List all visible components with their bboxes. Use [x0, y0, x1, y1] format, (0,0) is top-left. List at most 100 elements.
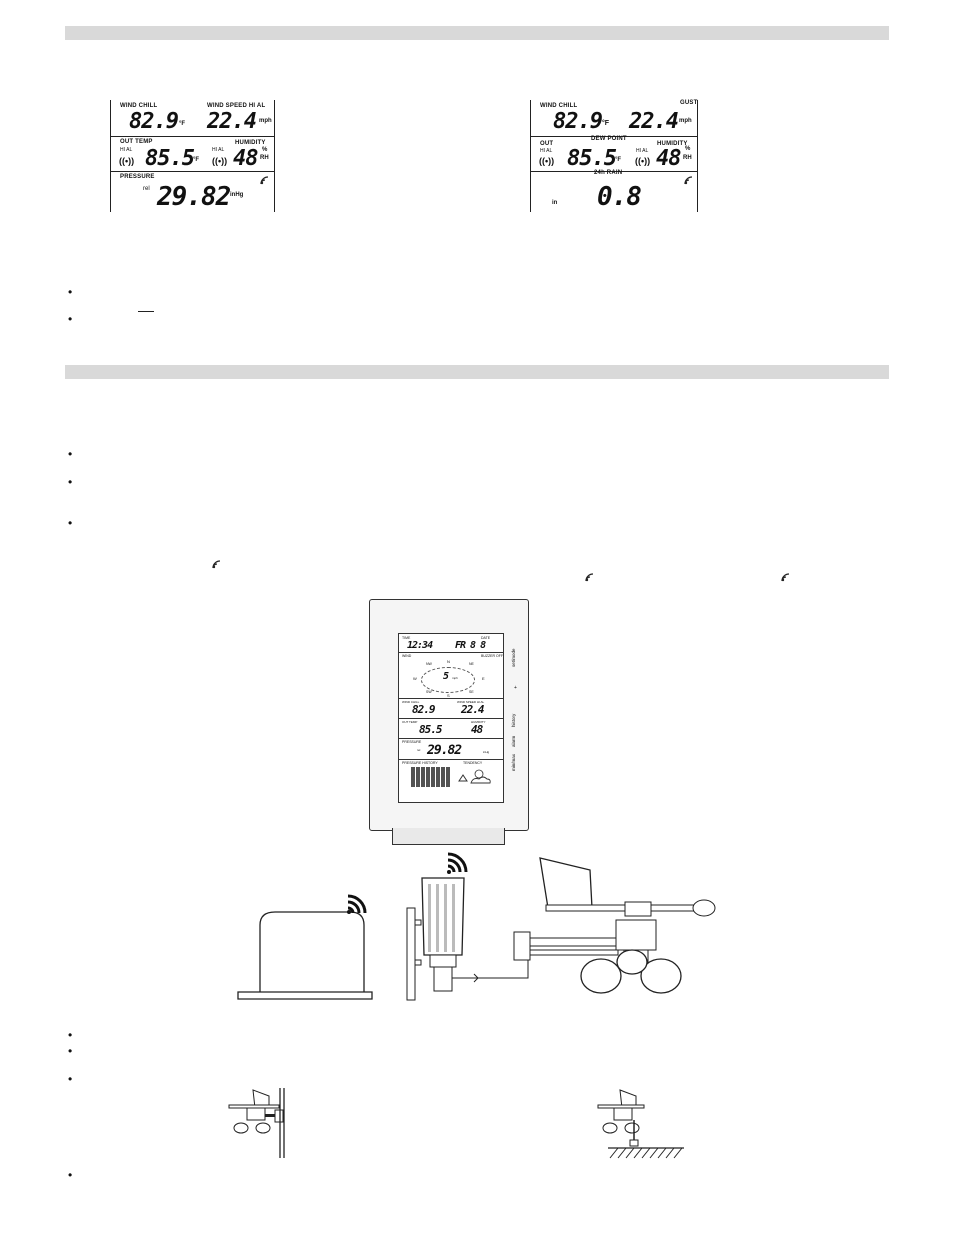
wind-chill-value: 82.9 — [553, 109, 603, 134]
wind-speed-unit: mph — [259, 118, 272, 124]
radio-signal-icon — [684, 176, 693, 185]
humidity-value: 48 — [656, 146, 681, 171]
pressure-history-label: PRESSURE HISTORY — [402, 761, 438, 765]
compass-se: SE — [469, 690, 474, 694]
button-min-max[interactable]: min/max — [511, 753, 516, 771]
bullet-3: • — [68, 447, 73, 461]
wind-chill-label: WIND CHILL — [120, 103, 158, 109]
pressure-rel: rel — [143, 186, 150, 192]
lcd-display-rain: WIND CHILL 82.9 °F GUST 22.4 mph DEW POI… — [530, 100, 698, 212]
wind-chill-unit: °F — [602, 120, 610, 127]
lcd-row-temp-humidity: DEW POINT OUT HI AL ((•)) 85.5 °F HUMIDI… — [531, 136, 697, 172]
bullet-6: • — [68, 1028, 73, 1042]
button-plus[interactable]: + — [514, 685, 517, 691]
humidity-unit-rh: RH — [683, 155, 692, 161]
console-wind-speed-label: WIND SPEED HI AL — [457, 700, 485, 704]
humidity-value: 48 — [233, 146, 258, 171]
console-out-temp-label: OUT TEMP — [402, 720, 418, 724]
console-side-buttons: set/mode + history alarm min/max — [511, 648, 525, 775]
lcd-display-pressure: WIND CHILL 82.9 °F WIND SPEED HI AL 22.4… — [110, 100, 275, 212]
bullet-2: • — [68, 312, 73, 326]
radio-signal-icon — [260, 176, 269, 185]
gust-value: 22.4 — [629, 109, 679, 134]
bullet-7: • — [68, 1044, 73, 1058]
date-value: FR 8 8 — [455, 640, 486, 651]
compass-e: E — [482, 676, 485, 681]
console-out-temp-value: 85.5 — [419, 723, 442, 736]
underline-mark — [138, 311, 154, 312]
humidity-unit-rh: RH — [260, 155, 269, 161]
compass-speed-unit: mph — [452, 676, 458, 680]
section-header-bar-2 — [65, 365, 889, 379]
humidity-label: HUMIDITY — [235, 140, 266, 146]
console-humidity-value: 48 — [471, 723, 483, 736]
anemometer-wind-vane — [513, 857, 716, 994]
wind-label: WIND — [402, 654, 412, 658]
transmission-icon: ((•)) — [119, 156, 135, 166]
wind-chill-value: 82.9 — [129, 109, 179, 134]
hi-al-label: HI AL — [540, 148, 553, 154]
rain-value: 0.8 — [597, 182, 642, 212]
humidity-label: HUMIDITY — [657, 141, 688, 147]
pressure-unit: inHg — [230, 192, 244, 198]
lcd-row-temp-humidity: OUT TEMP HI AL ((•)) 85.5 °F HUMIDITY HI… — [111, 137, 274, 172]
time-label: TIME — [402, 636, 411, 640]
rain-unit: in — [552, 200, 558, 206]
date-label: DATE — [481, 636, 491, 640]
wind-speed-label: WIND SPEED HI AL — [207, 103, 266, 109]
radio-signal-icon — [212, 560, 221, 569]
bullet-4: • — [68, 475, 73, 489]
transmission-icon-2: ((•)) — [635, 156, 651, 166]
ground-mount-diagram — [597, 1089, 684, 1159]
console-wind-speed-value: 22.4 — [461, 703, 484, 716]
transmission-icon-2: ((•)) — [212, 156, 228, 166]
buzzer-label: BUZZER OFF — [481, 654, 503, 658]
wind-compass — [421, 667, 475, 693]
compass-nw: NW — [426, 662, 432, 666]
console-humidity-label: HUMIDITY — [471, 720, 486, 724]
console-screen: TIME DATE 12:34 FR 8 8 WIND BUZZER OFF N… — [398, 633, 504, 803]
button-alarm[interactable]: alarm — [511, 735, 516, 747]
compass-sw: SW — [426, 690, 432, 694]
out-temp-label: OUT TEMP — [120, 139, 153, 145]
gust-unit: mph — [679, 118, 692, 124]
weather-tendency-icon — [458, 769, 491, 784]
bullet-9: • — [68, 1168, 73, 1182]
gust-label: GUST — [680, 100, 698, 106]
bullet-8: • — [68, 1072, 73, 1086]
out-temp-value: 85.5 — [145, 146, 195, 171]
out-temp-unit: °F — [615, 157, 622, 163]
lcd-row-pressure: PRESSURE rel 29.82 inHg — [111, 172, 274, 212]
button-set-mode[interactable]: set/mode — [511, 648, 516, 667]
humidity-unit-percent: % — [685, 146, 691, 152]
console-wind-chill-value: 82.9 — [412, 703, 435, 716]
console-stand — [392, 828, 505, 845]
console-pressure-value: 29.82 — [427, 743, 462, 758]
compass-s: S — [447, 693, 450, 698]
out-temp-unit: °F — [193, 157, 200, 163]
hi-al-label: HI AL — [120, 147, 133, 153]
pole-mount-diagram — [228, 1088, 285, 1158]
bullet-5: • — [68, 516, 73, 530]
dew-point-label: DEW POINT — [591, 136, 627, 142]
lcd-row-rain: 24h RAIN in 0.8 — [531, 170, 697, 212]
humidity-unit-percent: % — [262, 147, 268, 153]
out-temp-value: 85.5 — [567, 146, 617, 171]
compass-n: N — [447, 659, 450, 664]
pressure-value: 29.82 — [157, 182, 231, 212]
tendency-label: TENDENCY — [463, 761, 483, 765]
out-label: OUT — [540, 141, 554, 147]
compass-speed-value: 5 — [443, 671, 449, 682]
compass-ne: NE — [469, 662, 474, 666]
radio-signal-icon — [781, 573, 790, 582]
button-history[interactable]: history — [511, 713, 516, 727]
wind-speed-value: 22.4 — [207, 109, 257, 134]
rain-label: 24h RAIN — [594, 170, 623, 176]
radio-signal-icon — [585, 573, 594, 582]
pressure-label: PRESSURE — [120, 174, 155, 180]
wind-chill-label: WIND CHILL — [540, 103, 578, 109]
console-pressure-rel: rel — [417, 748, 421, 752]
bullet-1: • — [68, 285, 73, 299]
compass-w: W — [413, 676, 417, 681]
console-pressure-label: PRESSURE — [402, 740, 422, 744]
